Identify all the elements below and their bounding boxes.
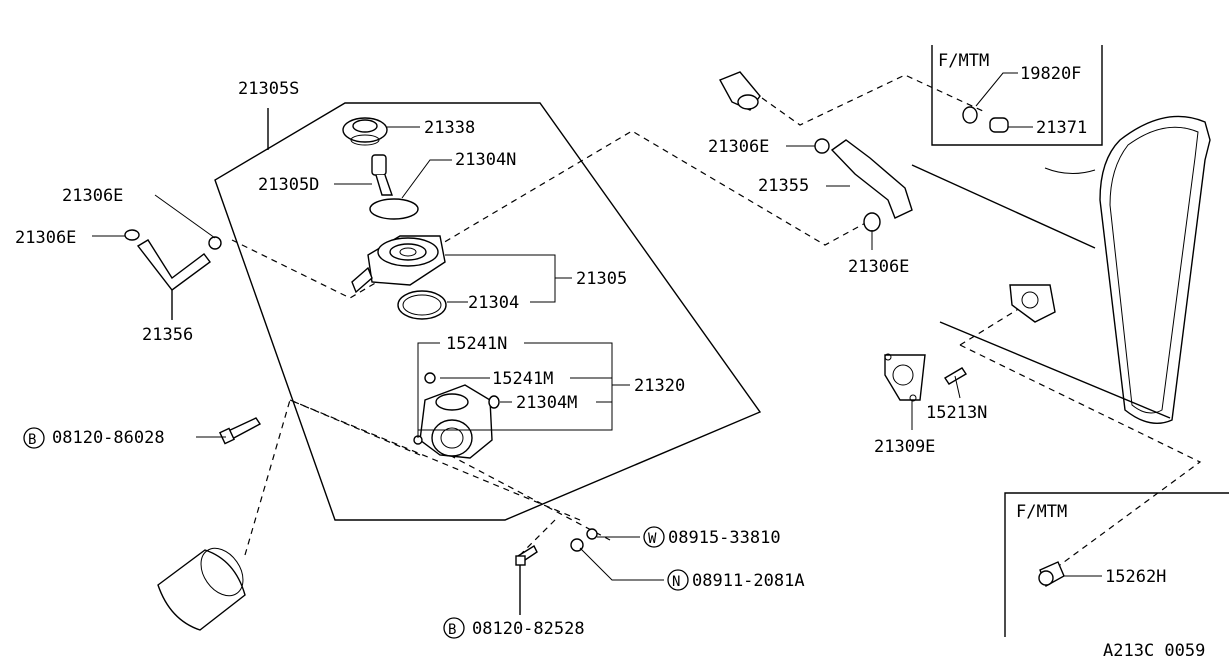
dashed-reference-lines: [231, 74, 1202, 566]
part-top-fitting: [719, 71, 761, 111]
part-21304n-gasket: [369, 198, 419, 220]
label-21338: 21338: [424, 118, 475, 138]
label-21305s: 21305S: [238, 79, 299, 99]
assembly-outline-21305s: [214, 102, 762, 521]
part-bolt-08120-86028: [219, 417, 262, 445]
label-21309e: 21309E: [874, 437, 935, 457]
part-21305d-stem: [371, 154, 393, 196]
part-oil-filter: [157, 547, 246, 631]
bolt-symbol-bottom-letter: B: [448, 622, 456, 638]
label-08120-86028: 08120-86028: [52, 428, 165, 448]
label-fmtm-top: F/MTM: [938, 51, 989, 71]
label-21306e-b: 21306E: [15, 228, 76, 248]
part-21304-oring: [397, 290, 447, 320]
label-fmtm-bottom: F/MTM: [1016, 502, 1067, 522]
label-21304n: 21304N: [455, 150, 516, 170]
label-15241n: 15241N: [446, 334, 507, 354]
engine-outline: [911, 115, 1211, 424]
label-15262h: 15262H: [1105, 567, 1166, 587]
label-08120-82528: 08120-82528: [472, 619, 585, 639]
bolt-symbol-top: B: [23, 427, 45, 449]
part-bolt-08120-82528: [515, 544, 538, 615]
reference-code: A213C 0059: [1103, 641, 1205, 661]
washer-symbol-letter: W: [648, 531, 657, 547]
fmtm-box-bottom: [1004, 492, 1229, 637]
label-21305d: 21305D: [258, 175, 319, 195]
part-21356-hose: [124, 229, 222, 320]
part-21355-hose: [814, 138, 913, 232]
label-08911-2081a: 08911-2081A: [692, 571, 805, 591]
part-21338-cap: [342, 117, 388, 146]
bolt-symbol-top-letter: B: [28, 432, 36, 448]
bolt-symbol-bottom: B: [443, 617, 465, 639]
label-21356: 21356: [142, 325, 193, 345]
label-15213n: 15213N: [926, 403, 987, 423]
label-21355: 21355: [758, 176, 809, 196]
part-21371-cap: [989, 117, 1009, 133]
label-08915-33810: 08915-33810: [668, 528, 781, 548]
label-21305: 21305: [576, 269, 627, 289]
fmtm-box-top: [931, 45, 1103, 146]
label-15241m: 15241M: [492, 369, 553, 389]
part-21309e-plate: [884, 353, 926, 402]
part-21320-filter-bracket: [413, 372, 500, 459]
label-21306e-a: 21306E: [62, 186, 123, 206]
label-21306e-d: 21306E: [848, 257, 909, 277]
washer-symbol: W: [643, 526, 665, 548]
nut-symbol-letter: N: [672, 574, 680, 590]
nut-symbol: N: [667, 569, 689, 591]
label-21371: 21371: [1036, 118, 1087, 138]
label-21306e-c: 21306E: [708, 137, 769, 157]
label-21304: 21304: [468, 293, 519, 313]
leader-lines: [92, 72, 1102, 581]
label-19820f: 19820F: [1020, 64, 1081, 84]
part-15262h-plug: [1038, 561, 1065, 588]
part-19820f-clip: [962, 106, 978, 124]
label-21304m: 21304M: [516, 393, 577, 413]
part-21305-oil-cooler: [351, 235, 446, 294]
label-21320: 21320: [634, 376, 685, 396]
part-timing-cover: [1009, 284, 1056, 323]
part-washer-nut-small: [570, 528, 598, 552]
